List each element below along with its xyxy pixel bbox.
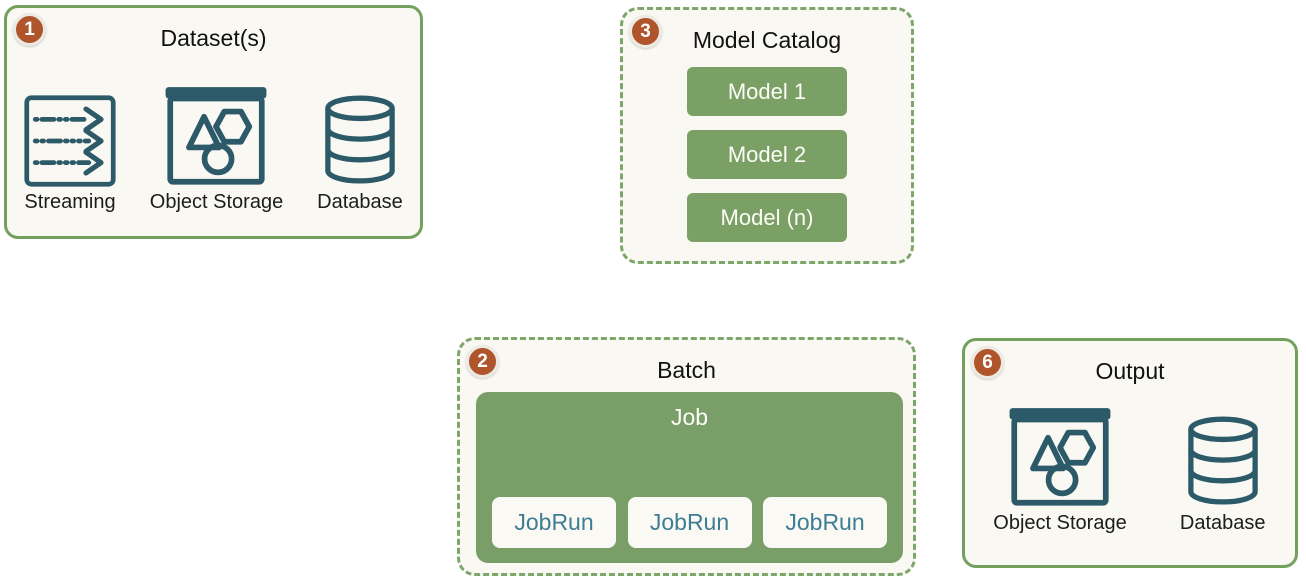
output-database-item: Database [1179, 413, 1267, 535]
object-storage-icon [164, 84, 268, 188]
output-title: Output [1095, 358, 1165, 384]
batch-panel: 2 Batch Job JobRun JobRun JobRun [457, 337, 916, 576]
output-icon-row: Object Storage Database [989, 405, 1271, 535]
streaming-icon [23, 94, 117, 188]
output-object-storage-item: Object Storage [993, 405, 1127, 535]
batch-step-badge: 2 [466, 345, 499, 378]
output-panel: 6 Output Object Storage Database [962, 338, 1298, 568]
datasets-icon-row: Streaming Object Storage Database [23, 84, 404, 214]
object-storage-label: Object Storage [149, 191, 284, 213]
batch-title: Batch [657, 357, 716, 383]
object-storage-item: Object Storage [150, 84, 283, 214]
job-box: Job JobRun JobRun JobRun [476, 392, 903, 563]
model-n-chip: Model (n) [687, 193, 847, 242]
datasets-title: Dataset(s) [160, 25, 267, 51]
model-catalog-step-badge: 3 [629, 15, 662, 48]
output-database-label: Database [1179, 512, 1266, 534]
database-icon [316, 92, 404, 188]
model-2-chip: Model 2 [687, 130, 847, 179]
jobrun-chip-2: JobRun [627, 497, 752, 548]
model-catalog-panel: 3 Model Catalog Model 1 Model 2 Model (n… [620, 7, 914, 264]
jobrun-row: JobRun JobRun JobRun [492, 497, 887, 548]
job-title: Job [670, 404, 709, 430]
object-storage-icon [1008, 405, 1112, 509]
model-1-chip: Model 1 [687, 67, 847, 116]
database-icon [1179, 413, 1267, 509]
jobrun-chip-1: JobRun [492, 497, 616, 548]
model-list: Model 1 Model 2 Model (n) [623, 67, 911, 242]
output-object-storage-label: Object Storage [993, 512, 1127, 534]
streaming-label: Streaming [24, 191, 116, 213]
model-catalog-title: Model Catalog [692, 27, 842, 53]
jobrun-chip-3: JobRun [763, 497, 887, 548]
streaming-item: Streaming [23, 94, 117, 214]
database-label: Database [317, 191, 403, 213]
database-item: Database [316, 92, 404, 214]
datasets-panel: 1 Dataset(s) Streaming Object Storage Da… [4, 5, 423, 239]
output-step-badge: 6 [971, 346, 1004, 379]
datasets-step-badge: 1 [13, 13, 46, 46]
